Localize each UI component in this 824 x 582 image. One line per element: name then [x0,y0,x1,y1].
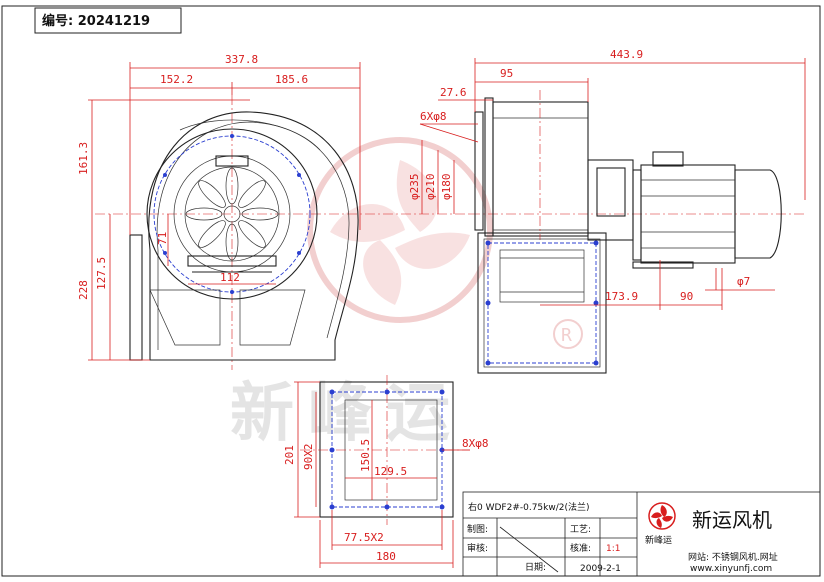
dim-flange-h-pitch: 90X2 [302,444,315,471]
date-value: 2009-2-1 [580,564,621,574]
dim-flange-holes: 8Xφ8 [462,437,489,450]
dim-overall-length: 443.9 [610,48,643,61]
logo-text: 新峰运 [645,534,672,546]
dim-flange-w-pitch: 77.5X2 [344,531,384,544]
dim-inner-h: 150.5 [359,439,372,472]
side-view [470,90,805,269]
dim-left-half: 152.2 [160,73,193,86]
dim-motor-base: 71 [156,232,169,245]
dim-outlet-height: 127.5 [95,257,108,290]
front-dimensions: 337.8 152.2 185.6 161.3 228 127.5 71 112 [77,53,361,361]
company-website: 网站: 不锈钢风机.网址 [688,551,778,563]
impeller-petals [185,167,279,261]
dim-height-upper: 161.3 [77,142,90,175]
dim-hole7: φ7 [737,275,750,288]
front-view [95,95,470,370]
outlet-flange-view [477,232,607,374]
dim-overall-width: 337.8 [225,53,258,66]
dim-motor-offset: 90 [680,290,693,303]
dim-right-half: 185.6 [275,73,308,86]
dim-height-lower: 228 [77,280,90,300]
flange-dimensions: 201 90X2 150.5 129.5 8Xφ8 77.5X2 180 [283,381,489,568]
dim-flange-w: 180 [376,550,396,563]
row-label-date: 日期: [525,562,546,573]
title-block: 右0 WDF2#-0.75kw/2(法兰) 制图: 审核: 日期: 工艺: 核准… [462,491,821,577]
company-url: www.xinyunfj.com [690,564,772,574]
drawing-number: 编号: 20241219 [42,13,150,29]
side-dimensions: 443.9 95 27.6 6Xφ8 φ235 φ210 φ180 173.9 … [408,48,806,310]
flange-detail-view [300,375,470,525]
dim-motor-width: 112 [220,271,240,284]
dim-d210: φ210 [424,174,437,201]
approve-label: 核准: [570,542,591,554]
dim-bolt-holes: 6Xφ8 [420,110,447,123]
dim-d180: φ180 [440,174,453,201]
dim-inner-w: 129.5 [374,465,407,478]
dim-flange-h: 201 [283,445,296,465]
registered-mark: R [561,325,572,346]
drawing-number-box: 编号: 20241219 [34,7,182,34]
company-name: 新运风机 [692,508,772,532]
dim-impeller-depth: 95 [500,67,513,80]
company-logo: 新峰运 [645,502,676,546]
row-label-draw: 制图: [467,523,488,535]
watermark-text: 新峰运 [230,377,464,451]
process-label: 工艺: [570,524,591,535]
dim-d235: φ235 [408,174,421,201]
dim-flange-thk: 27.6 [440,86,467,99]
scale-value: 1:1 [606,544,620,554]
dim-shaft-dist: 173.9 [605,290,638,303]
row-label-review: 审核: [467,542,488,554]
model-label: 右0 WDF2#-0.75kw/2(法兰) [468,501,590,513]
